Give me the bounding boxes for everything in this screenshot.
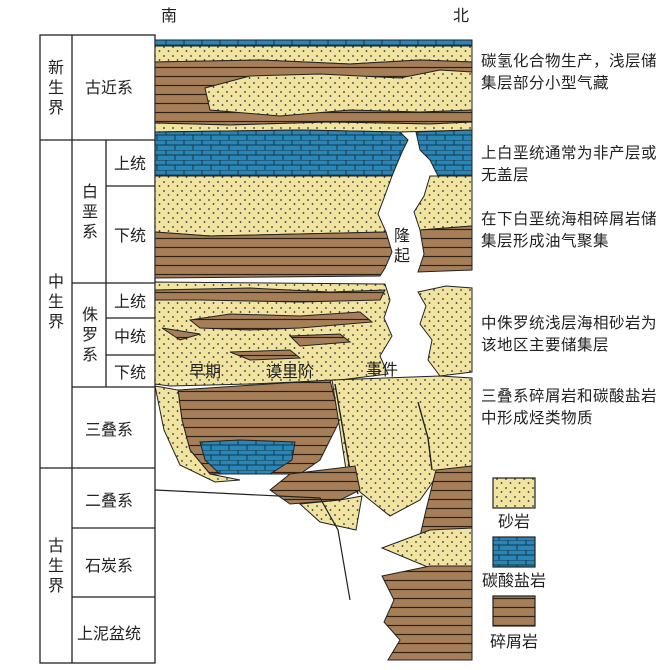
upper-cretaceous-carbonate-right	[415, 129, 473, 177]
table-grid	[39, 34, 156, 664]
permian-sand-wedge-left	[298, 495, 363, 531]
lower-cretaceous-clastic-right	[417, 225, 473, 273]
jurassic-clastic-lens-1	[154, 287, 386, 303]
series-jurassic-upper: 上统	[114, 292, 147, 311]
jurassic-sand-left	[154, 281, 393, 387]
note-paleogene: 碳氢化合物生产，浅层储集层部分小型气藏	[481, 52, 658, 92]
series-cretaceous-lower: 下统	[114, 226, 147, 245]
system-carboniferous: 石炭系	[85, 556, 134, 575]
event-label-event: 事件	[366, 360, 399, 379]
era-paleozoic: 古生界	[47, 536, 64, 595]
series-cretaceous-upper: 上统	[114, 154, 147, 173]
paleogene-sand-lens	[204, 69, 473, 117]
event-label-early: 早期	[189, 362, 222, 381]
era-cenozoic: 新生界	[47, 58, 64, 117]
legend-carbonate-swatch	[492, 536, 536, 568]
system-triassic: 三叠系	[85, 420, 134, 439]
triassic-sand-margin	[154, 385, 241, 483]
lower-cretaceous-sand-right	[413, 175, 473, 231]
system-upper-devonian: 上泥盆统	[77, 624, 142, 643]
system-permian: 二叠系	[85, 491, 134, 510]
system-cretaceous: 白垩系	[81, 182, 98, 241]
upper-cretaceous-carbonate-left	[154, 129, 409, 177]
legend-carbonate-label: 碳酸盐岩	[482, 571, 547, 590]
note-jurassic: 中侏罗统浅层海相砂岩为该地区主要储集层	[481, 314, 658, 354]
note-lower-cretaceous: 在下白垩统海相碎屑岩储集层形成油气聚集	[481, 210, 658, 250]
note-upper-cretaceous: 上白垩统通常为非产层或无盖层	[481, 144, 658, 184]
lower-cretaceous-clastic-left	[154, 231, 393, 279]
triassic-carbonate-lens	[199, 439, 296, 475]
jurassic-clastic-lens-4	[288, 333, 352, 347]
devonian-clastic-wedge	[381, 565, 473, 661]
unconformity-line	[154, 489, 351, 601]
event-label-stage: 谟里阶	[266, 362, 315, 381]
system-jurassic: 侏罗系	[81, 305, 98, 364]
legend-sand-label: 砂岩	[498, 512, 531, 531]
compass-south: 南	[161, 6, 178, 25]
carboniferous-sand-wedge	[380, 527, 473, 569]
era-mesozoic: 中生界	[47, 272, 64, 331]
jurassic-sand-right	[417, 285, 473, 377]
triassic-sand-right	[331, 375, 473, 517]
top-carbonate-band	[154, 39, 473, 47]
jurassic-clastic-lens-3	[161, 327, 201, 341]
series-jurassic-lower: 下统	[114, 363, 147, 382]
lower-cretaceous-sand-left	[154, 175, 393, 237]
uplift-label: 隆起	[393, 226, 410, 265]
legend-sand-swatch	[492, 477, 536, 509]
compass-north: 北	[453, 6, 470, 25]
system-paleogene: 古近系	[85, 78, 134, 97]
legend-clastic-label: 碎屑岩	[490, 632, 539, 651]
series-jurassic-middle: 中统	[114, 327, 147, 346]
jurassic-clastic-lens-5	[229, 349, 302, 361]
legend-clastic-swatch	[492, 595, 536, 627]
note-triassic: 三叠系碎屑岩和碳酸盐岩中形成烃类物质	[481, 387, 658, 427]
jurassic-clastic-lens-2	[188, 311, 374, 331]
